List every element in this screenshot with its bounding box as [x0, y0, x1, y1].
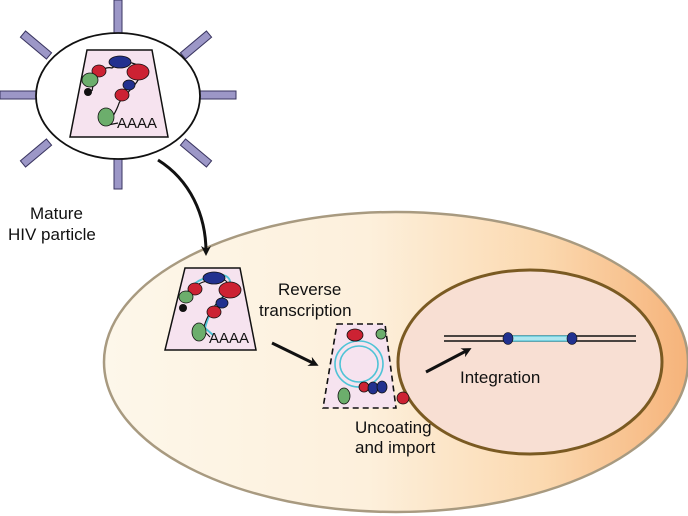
- rt-label-line1: Reverse: [278, 280, 341, 299]
- particle-label-line2: HIV particle: [8, 225, 96, 244]
- cytoplasmic-capsid: AAAA: [164, 267, 257, 351]
- rt-arrow: [271, 341, 319, 366]
- polya-tail-label: AAAA: [117, 115, 157, 132]
- rt-label-line2: transcription: [259, 301, 352, 320]
- entry-arrow: [157, 158, 211, 256]
- host-chromosome: [444, 332, 636, 345]
- viral-capsid: AAAA: [69, 49, 169, 138]
- polya-tail-label-2: AAAA: [209, 330, 249, 347]
- uncoat-label-line1: Uncoating: [355, 418, 432, 437]
- nucleus: [396, 268, 664, 456]
- pre-integration-complex: [322, 323, 410, 409]
- particle-label-line1: Mature: [30, 204, 83, 223]
- uncoat-label-line2: and import: [355, 438, 436, 457]
- import-arrow: [425, 348, 472, 374]
- integration-label: Integration: [460, 368, 540, 387]
